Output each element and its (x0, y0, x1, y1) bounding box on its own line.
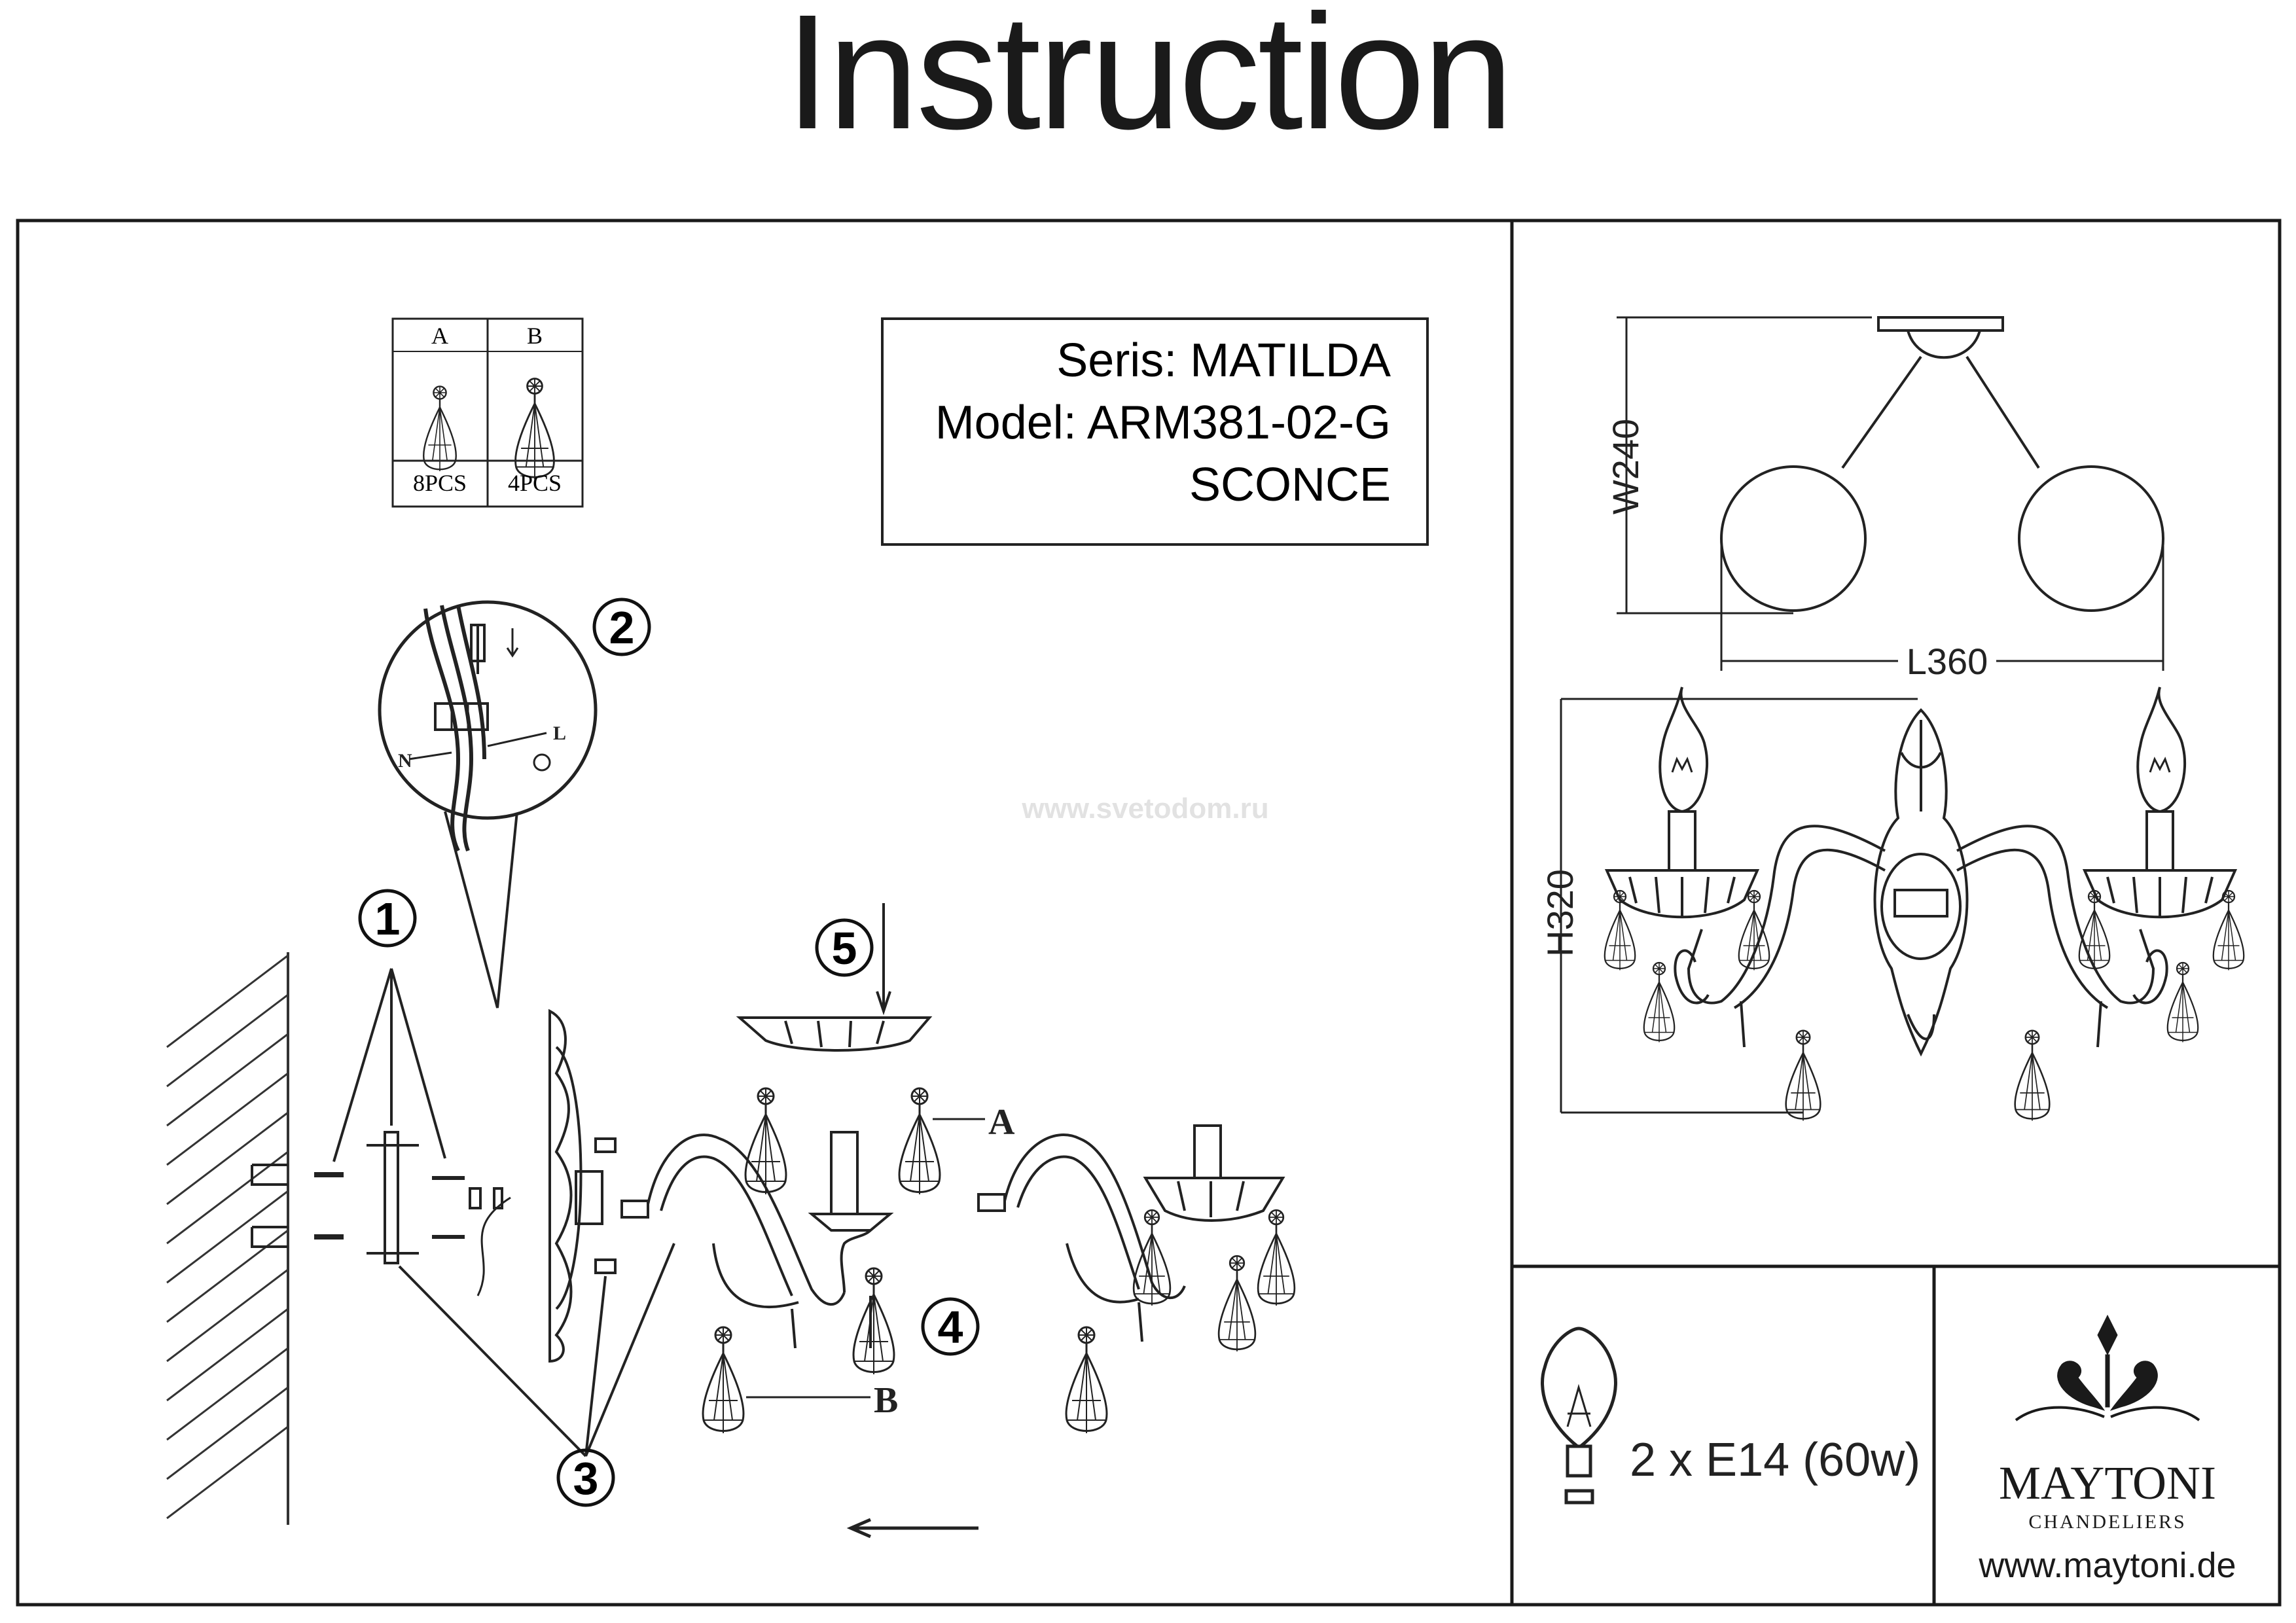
wall-hatching (166, 952, 289, 1525)
crystal-a-callout: A (988, 1102, 1015, 1143)
bulb-spec-text: 2 x E14 (60w) (1630, 1434, 1920, 1486)
step-markers: 1 2 3 4 5 (358, 597, 980, 1507)
type-label: SCONCE (1189, 459, 1391, 511)
step-3-marker: 3 (556, 1448, 615, 1507)
part-b-letter: B (527, 323, 543, 349)
top-view-drawing: W240 L360 (1605, 316, 2164, 682)
part-a-letter: A (431, 323, 448, 349)
front-view-drawing: H320 (1539, 687, 2244, 1121)
direction-arrow (846, 1518, 978, 1539)
outer-frame (16, 219, 2282, 1607)
neutral-wire-label: N (398, 750, 412, 772)
step-1-marker: 1 (358, 889, 417, 948)
parts-table: A B 8PCS 4PCS (391, 317, 584, 508)
height-dimension: H320 (1539, 869, 1581, 957)
bulb-icon (1541, 1327, 1617, 1505)
arm-assembly-right (977, 1124, 1295, 1433)
svg-text:1: 1 (375, 893, 401, 944)
step-4-marker: 4 (921, 1297, 980, 1356)
brand-block: MAYTONI CHANDELIERS www.maytoni.de (1978, 1314, 2236, 1585)
crystal-b-icon (516, 379, 554, 480)
maytoni-logo-icon (2015, 1314, 2200, 1421)
step-2-marker: 2 (592, 597, 651, 656)
svg-text:4: 4 (938, 1302, 963, 1353)
brand-subtitle: CHANDELIERS (2028, 1511, 2186, 1533)
series-label: Seris: MATILDA (1056, 334, 1391, 387)
crystal-a-icon (423, 386, 456, 471)
page-title: Instruction (785, 0, 1513, 163)
wiring-detail: N L (378, 600, 598, 1008)
part-b-qty: 4PCS (508, 470, 562, 496)
watermark: www.svetodom.ru (1021, 793, 1268, 825)
step3-leaders (398, 1243, 675, 1457)
mounting-hardware (251, 968, 511, 1296)
brand-url[interactable]: www.maytoni.de (1978, 1546, 2236, 1585)
bulb-spec: 2 x E14 (60w) (1541, 1327, 1920, 1505)
part-a-qty: 8PCS (413, 470, 467, 496)
svg-text:3: 3 (573, 1453, 599, 1504)
length-dimension: L360 (1907, 641, 1988, 682)
arm-assembly-left: A B (620, 1016, 1015, 1433)
live-wire-label: L (553, 722, 566, 744)
width-dimension: W240 (1605, 419, 1646, 514)
model-label: Model: ARM381-02-G (935, 397, 1391, 449)
brand-name: MAYTONI (1999, 1457, 2216, 1509)
step-5-marker: 5 (815, 918, 874, 977)
model-info-box: Seris: MATILDA Model: ARM381-02-G SCONCE (881, 317, 1429, 546)
step5-arrow (876, 903, 891, 1016)
crystal-b-callout: B (874, 1380, 898, 1421)
svg-text:5: 5 (832, 923, 857, 974)
svg-text:2: 2 (609, 602, 635, 653)
back-plate (548, 1008, 617, 1363)
